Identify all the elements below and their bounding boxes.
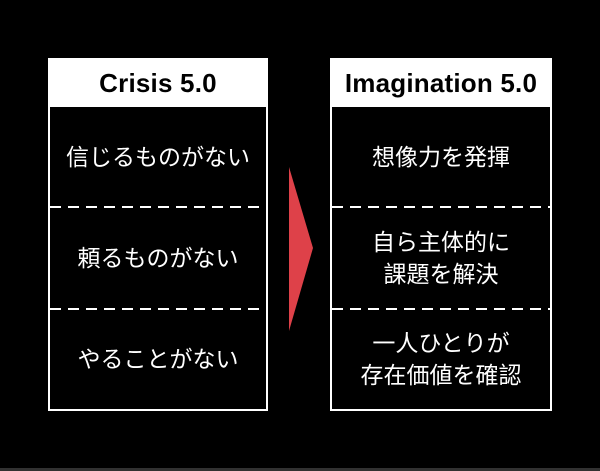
screen-bottom-edge (0, 468, 600, 471)
dashed-divider (332, 206, 550, 209)
imagination-row-3-line-1: 一人ひとりが (372, 330, 510, 357)
dashed-divider (50, 206, 266, 209)
imagination-panel-body: 想像力を発揮 自ら主体的に 課題を解決 一人ひとりが 存在価値を確認 (332, 107, 550, 409)
crisis-panel-title: Crisis 5.0 (50, 60, 266, 107)
dashed-divider (332, 307, 550, 310)
crisis-row-2: 頼るものがない (50, 208, 266, 307)
crisis-row-3: やることがない (50, 310, 266, 409)
crisis-panel-body: 信じるものがない 頼るものがない やることがない (50, 107, 266, 409)
crisis-panel: Crisis 5.0 信じるものがない 頼るものがない やることがない (48, 58, 268, 411)
right-arrow-icon (289, 167, 313, 331)
imagination-row-2: 自ら主体的に 課題を解決 (332, 208, 550, 307)
imagination-row-2-line-1: 自ら主体的に (372, 228, 510, 255)
imagination-panel-title: Imagination 5.0 (332, 60, 550, 107)
imagination-row-1: 想像力を発揮 (332, 107, 550, 206)
imagination-row-1-text: 想像力を発揮 (372, 143, 510, 170)
imagination-panel: Imagination 5.0 想像力を発揮 自ら主体的に 課題を解決 一人ひと… (330, 58, 552, 411)
right-arrow-shape (289, 167, 313, 331)
crisis-row-1-text: 信じるものがない (66, 143, 250, 170)
dashed-divider (50, 307, 266, 310)
imagination-row-3: 一人ひとりが 存在価値を確認 (332, 310, 550, 409)
crisis-row-1: 信じるものがない (50, 107, 266, 206)
imagination-row-2-line-2: 課題を解決 (383, 260, 499, 287)
crisis-row-3-text: やることがない (77, 346, 239, 373)
crisis-row-2-text: 頼るものがない (77, 244, 239, 271)
imagination-row-3-line-2: 存在価値を確認 (360, 362, 522, 389)
